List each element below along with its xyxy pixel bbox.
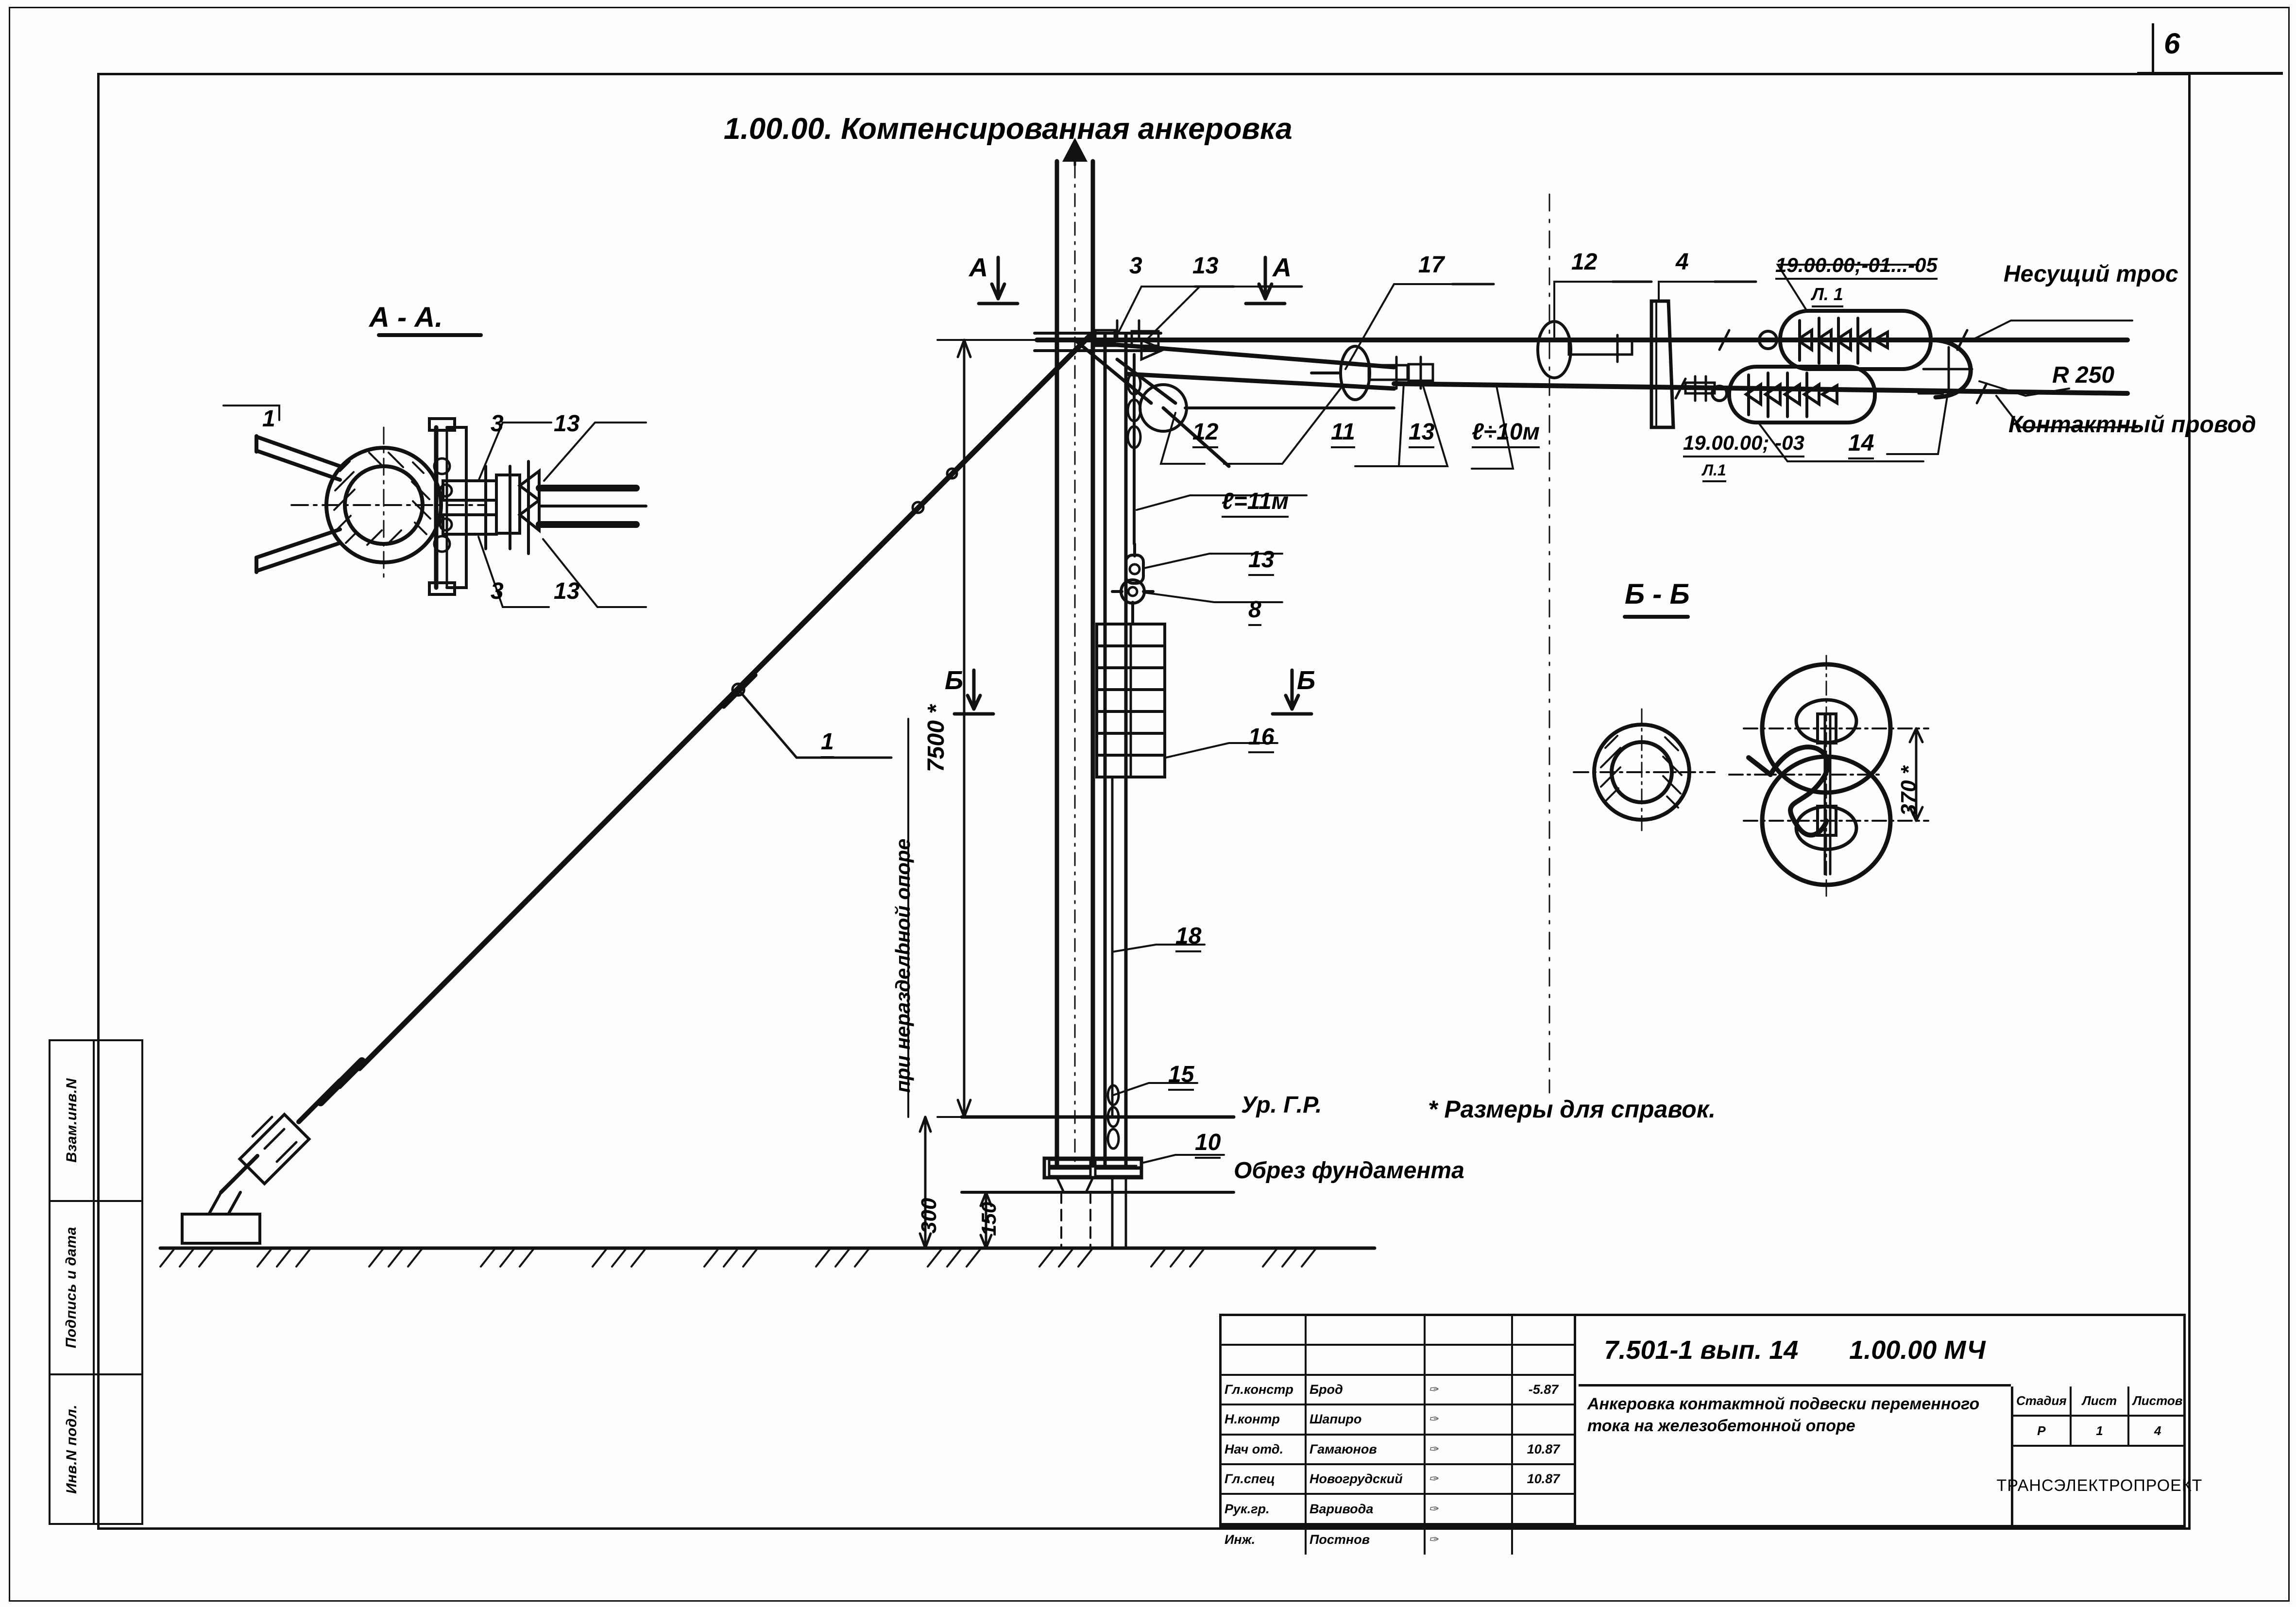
section-marker-a-right: А <box>1273 253 1292 282</box>
person-name: Шапиро <box>1310 1412 1362 1427</box>
callout-13-top: 13 <box>1192 253 1219 279</box>
dimension-370: 370 * <box>1897 766 1921 816</box>
signature: ✑ <box>1429 1502 1439 1516</box>
callout-4: 4 <box>1676 249 1689 275</box>
dimension-7500: 7500 * <box>923 705 949 772</box>
table-row: Гл.констр Брод ✑ -5.87 <box>1222 1375 1574 1406</box>
signature: ✑ <box>1429 1533 1439 1546</box>
label-foundation-cut: Обрез фундамента <box>1234 1158 1464 1184</box>
stage-value: Р <box>2013 1417 2072 1445</box>
date-value: -5.87 <box>1528 1382 1559 1397</box>
title-block-personnel-table: Гл.констр Брод ✑ -5.87 Н.контр Шапиро ✑ … <box>1222 1316 1576 1555</box>
section-bb-title: Б - Б <box>1625 578 1690 610</box>
role-label: Нач отд. <box>1225 1441 1284 1456</box>
ref-insulator-top: 19.00.00;-01...-05 <box>1775 254 1938 280</box>
signature: ✑ <box>1429 1472 1439 1486</box>
section-marker-a-left: А <box>969 253 988 282</box>
corner-divider <box>2152 23 2154 72</box>
dimension-300: 300 <box>917 1198 941 1234</box>
callout-14: 14 <box>1848 430 1874 459</box>
dimension-height-note: при неразделbной опоре <box>891 838 914 1093</box>
organization-name: ТРАНСЭЛЕКТРОПРОЕКТ <box>1996 1476 2203 1495</box>
callout-aa-13-bottom: 13 <box>554 578 580 604</box>
ref-insulator-bottom: 19.00.00; -03 <box>1683 431 1804 457</box>
callout-aa-3-top: 3 <box>491 411 504 437</box>
person-name: Брод <box>1310 1382 1343 1397</box>
person-name: Новогрудский <box>1310 1472 1403 1487</box>
stage-header: Стадия <box>2013 1387 2072 1415</box>
person-name: Варивода <box>1310 1501 1374 1516</box>
table-row: Нач отд. Гамаюнов ✑ 10.87 <box>1222 1435 1574 1465</box>
callout-guy-1: 1 <box>821 728 834 758</box>
table-row: Рук.гр. Варивода ✑ <box>1222 1495 1574 1525</box>
date-value: 10.87 <box>1527 1472 1560 1487</box>
callout-18: 18 <box>1175 923 1202 952</box>
title-block-stage-panel: Стадия Лист Листов Р 1 4 ТРАНСЭЛЕКТРОПРО… <box>1996 1387 2203 1527</box>
section-marker-b-right: Б <box>1297 666 1316 695</box>
label-ground-level: Ур. Г.Р. <box>1241 1092 1322 1118</box>
dimension-l-11m: ℓ=11м <box>1222 488 1289 518</box>
sheet-corner-number: 6 <box>2164 27 2180 60</box>
callout-13-mast: 13 <box>1248 546 1275 576</box>
signature: ✑ <box>1429 1383 1439 1396</box>
ref-insulator-bottom-sub: Л.1 <box>1702 461 1726 482</box>
role-label: Инж. <box>1225 1532 1256 1547</box>
label-contact-wire: Контактный провод <box>2008 412 2256 438</box>
corner-underline <box>2137 72 2283 75</box>
section-marker-b-left: Б <box>945 666 964 695</box>
person-name: Гамаюнов <box>1310 1441 1377 1456</box>
title-block: Гл.констр Брод ✑ -5.87 Н.контр Шапиро ✑ … <box>1219 1314 2203 1555</box>
callout-11: 11 <box>1331 419 1355 448</box>
table-row: Н.контр Шапиро ✑ <box>1222 1405 1574 1436</box>
sheet-value: 1 <box>2072 1417 2130 1445</box>
dimension-radius: R 250 <box>2052 362 2115 388</box>
drawing-code: 1.00.00 МЧ <box>1849 1336 1986 1365</box>
label-carrying-cable: Несущий трос <box>2004 261 2178 287</box>
callout-3: 3 <box>1129 253 1142 279</box>
title-block-code-row: 7.501-1 вып. 14 1.00.00 МЧ <box>1579 1316 2011 1387</box>
sheets-header: Листов <box>2132 1393 2183 1408</box>
dimension-150: 150 <box>977 1201 1000 1236</box>
series-code: 7.501-1 вып. 14 <box>1604 1336 1799 1365</box>
signature: ✑ <box>1429 1442 1439 1456</box>
role-label: Гл.констр <box>1225 1382 1293 1397</box>
sheet-border-outer <box>9 7 2290 1602</box>
callout-15: 15 <box>1168 1061 1194 1091</box>
table-row: Гл.спец Новогрудский ✑ 10.87 <box>1222 1465 1574 1495</box>
date-value: 10.87 <box>1527 1441 1560 1456</box>
drawing-name-text: Анкеровка контактной подвески переменног… <box>1587 1395 1980 1435</box>
reference-note: * Размеры для справок. <box>1428 1096 1716 1123</box>
sheets-value: 4 <box>2154 1423 2161 1438</box>
callout-aa-13-top: 13 <box>554 411 580 437</box>
callout-17: 17 <box>1418 252 1445 278</box>
role-label: Гл.спец <box>1225 1472 1275 1487</box>
callout-12-mid: 12 <box>1192 419 1219 448</box>
callout-10: 10 <box>1195 1129 1221 1159</box>
role-label: Рук.гр. <box>1225 1501 1270 1516</box>
side-stamp-column: Взам.инв.N Подпись и дата Инв.N подл. <box>49 1039 95 1525</box>
callout-aa-1: 1 <box>262 406 275 432</box>
stage-value-row: Р 1 4 <box>2013 1417 2186 1447</box>
stage-header-row: Стадия Лист Листов <box>2013 1387 2186 1417</box>
table-row <box>1222 1346 1574 1376</box>
ref-insulator-top-sub: Л. 1 <box>1812 284 1843 307</box>
dimension-l-10m: ℓ÷10м <box>1472 419 1540 448</box>
drawing-title: 1.00.00. Компенсированная анкеровка <box>724 112 1293 146</box>
sheet-border-inner <box>97 73 2191 1530</box>
person-name: Постнов <box>1310 1532 1370 1547</box>
callout-aa-3-bottom: 3 <box>491 578 504 604</box>
callout-13-mid: 13 <box>1409 419 1435 448</box>
sheet-header: Лист <box>2072 1387 2130 1415</box>
signature: ✑ <box>1429 1413 1439 1426</box>
table-row: Инж. Постнов ✑ <box>1222 1524 1574 1555</box>
callout-16: 16 <box>1248 724 1275 753</box>
side-stamp-blank-column <box>95 1039 143 1525</box>
table-row <box>1222 1316 1574 1346</box>
title-block-drawing-name: Анкеровка контактной подвески переменног… <box>1579 1387 2011 1527</box>
callout-8: 8 <box>1248 596 1261 626</box>
callout-12-right: 12 <box>1571 249 1598 275</box>
role-label: Н.контр <box>1225 1412 1280 1427</box>
section-aa-title: А - А. <box>369 302 443 333</box>
